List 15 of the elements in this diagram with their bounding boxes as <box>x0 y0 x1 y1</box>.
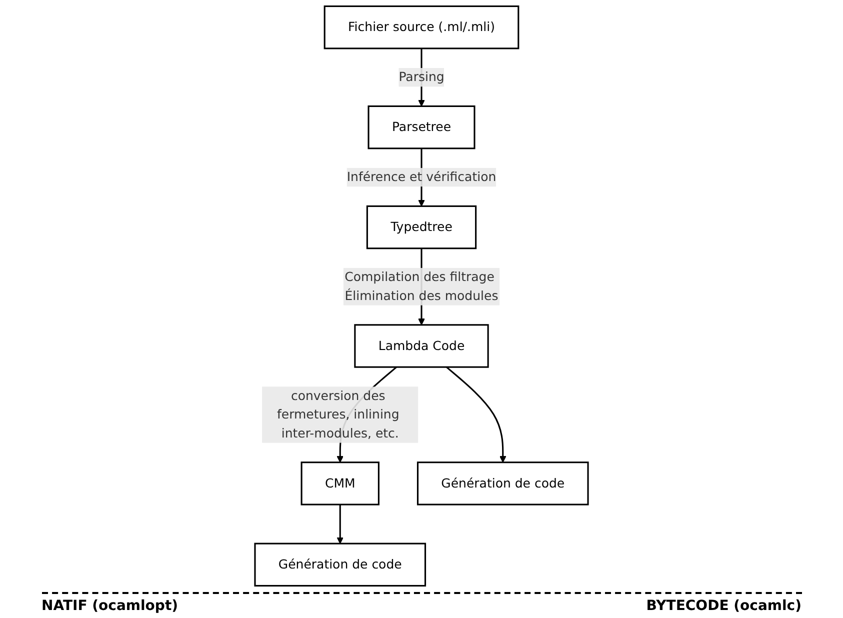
edge-label: conversion des fermetures, inlining inter-modules, etc. <box>276 388 400 440</box>
node-box: Fichier source (.ml/.mli) <box>324 5 520 50</box>
branch-label: BYTECODE (ocamlc) <box>646 598 802 614</box>
node-box: Typedtree <box>366 205 477 250</box>
edge-label: Compilation des filtrage Élimination des modules <box>344 269 498 304</box>
arrow <box>336 504 344 544</box>
node-box: Génération de code <box>254 542 426 587</box>
arrow <box>446 366 506 463</box>
node-box: CMM <box>300 462 380 506</box>
edge-label: Inférence et vérification <box>346 169 496 184</box>
edge-label: Parsing <box>398 70 444 84</box>
node-box: Parsetree <box>368 105 476 150</box>
node-box: Génération de code <box>416 462 589 506</box>
node-box: Lambda Code <box>354 324 489 368</box>
branch-label: NATIF (ocamlopt) <box>42 598 178 614</box>
